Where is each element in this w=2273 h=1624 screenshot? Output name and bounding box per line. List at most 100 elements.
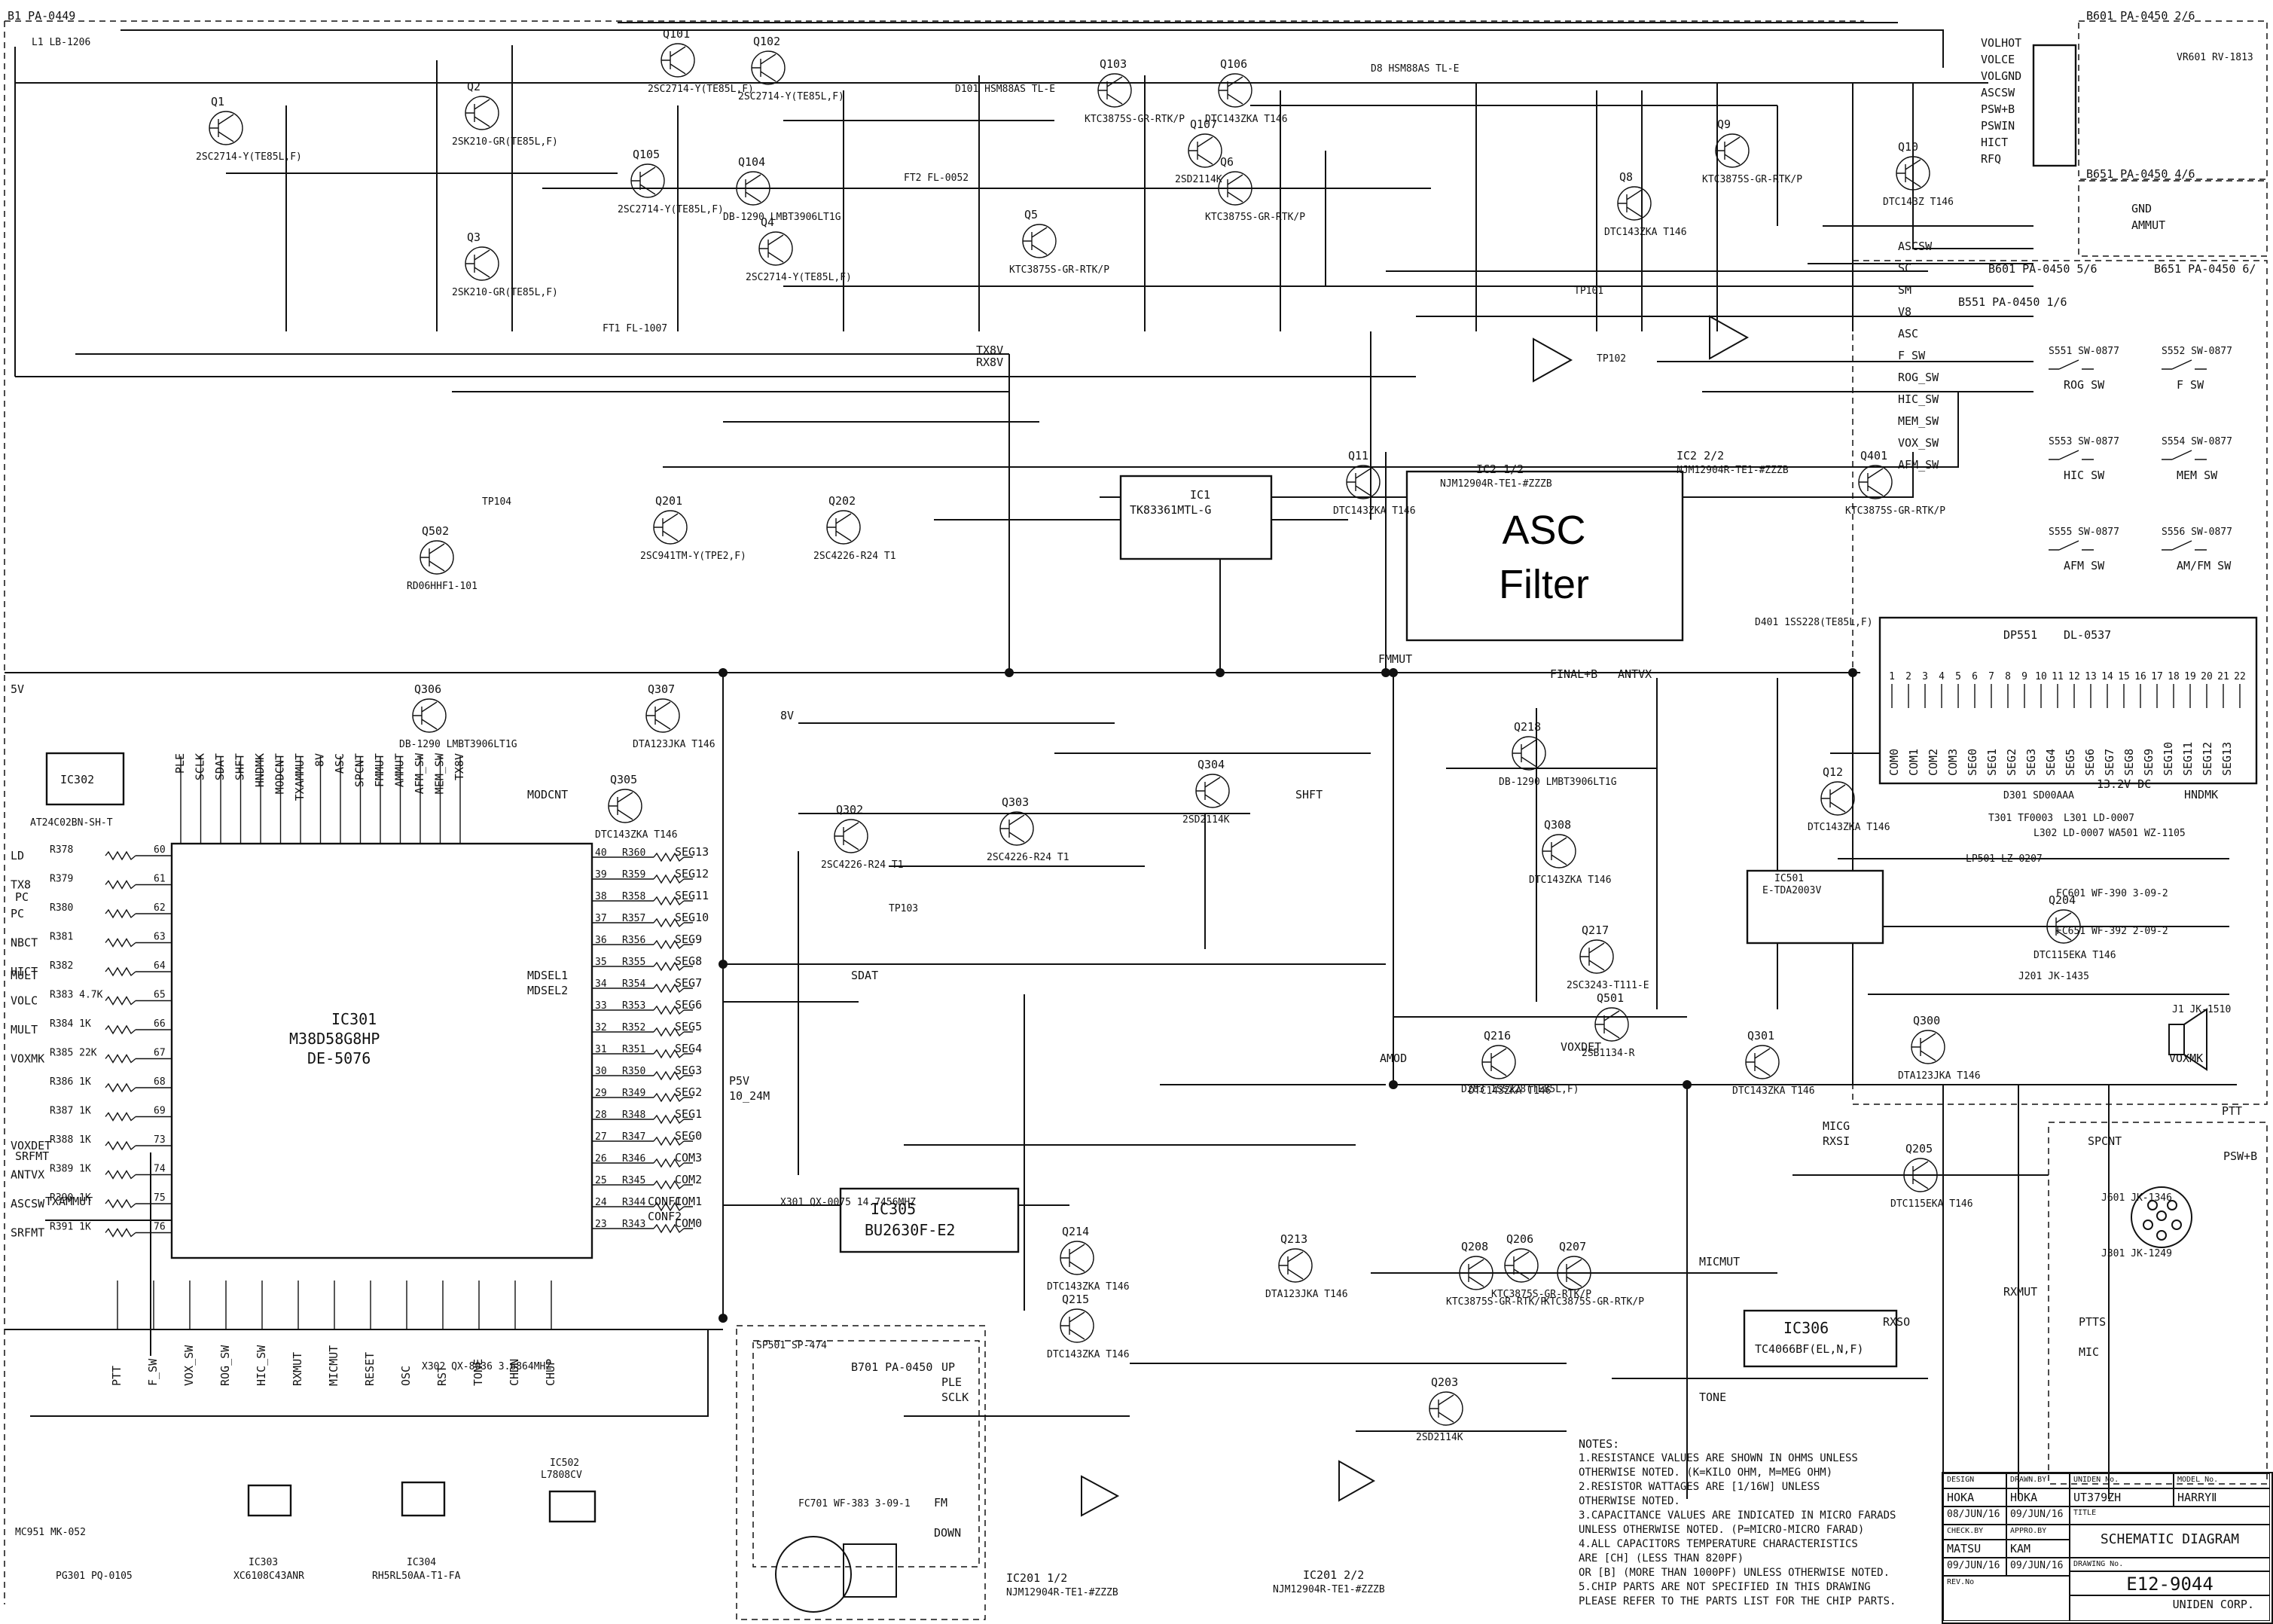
switch-symbol (2162, 359, 2207, 370)
display-pin-number: 6 (1972, 671, 1978, 682)
ic301-top-signal: SHFT (233, 753, 247, 780)
transistor-part: KTC3875S-GR-RTK/P (1446, 1296, 1546, 1308)
rail-label: TONE (1699, 1390, 1726, 1404)
transistor-ref: Q215 (1062, 1293, 1089, 1306)
ic301-right-resistor: R358 (622, 891, 645, 902)
ic301-right-signal: SEG13 (675, 845, 709, 859)
ic301-left-signal: ASCSW (11, 1197, 45, 1210)
ic301-left-signal: PC (11, 907, 24, 920)
transistor-part: DTA123JKA T146 (1898, 1070, 1981, 1082)
rev-header: REV.No (1943, 1576, 2070, 1621)
rail-label: RXSI (1823, 1134, 1850, 1148)
rail-label: HNDMK (2184, 788, 2218, 801)
ic301-left-resistor: R380 (50, 902, 73, 914)
drawn-header: DRAWN.BY (2006, 1473, 2070, 1488)
resistor-symbol (653, 896, 685, 906)
ic301-left-pin-number: 63 (154, 932, 166, 943)
transistor-leads (1716, 136, 1741, 165)
ic301-top-signal: AMMUT (393, 753, 407, 787)
transistor-leads (1098, 76, 1123, 105)
transistor-leads (465, 249, 490, 278)
ic305-ref: IC305 (871, 1200, 916, 1218)
part-label: VR601 RV-1813 (2177, 52, 2253, 63)
rail-label: RXSO (1883, 1315, 1910, 1329)
transistor-ref: Q12 (1823, 765, 1843, 779)
ic301-right-resistor: R360 (622, 847, 645, 859)
ic301-left-resistor: R386 1K (50, 1076, 91, 1088)
ic301-left-resistor: R388 1K (50, 1134, 91, 1146)
note-line: 2.RESISTOR WATTAGES ARE [1/16W] UNLESS (1579, 1481, 1820, 1493)
model-value: HARRYⅡ (2174, 1488, 2270, 1506)
switch-label: F SW (2177, 378, 2204, 392)
display-segment-label: COM3 (1946, 749, 1960, 776)
transistor-ref: Q2 (467, 80, 481, 93)
ic301-left-pin-number: 64 (154, 960, 166, 972)
date-3: 09/JUN/16 (1943, 1558, 2006, 1576)
ic301-left-signal: ANTVX (11, 1168, 44, 1182)
transistor-ref: Q302 (836, 803, 863, 817)
transistor-part: DTC143ZKA T146 (1529, 875, 1612, 886)
part-label: J1 JK-1510 (2172, 1004, 2231, 1015)
ic301-left-resistor: R381 (50, 932, 73, 943)
ic301-top-signal: MEM_SW (433, 752, 447, 794)
date-2: 09/JUN/16 (2006, 1506, 2070, 1525)
ic301-right-pin-number: 24 (595, 1197, 607, 1208)
ic301-left-resistor: R378 (50, 844, 73, 856)
ic301-right-pin-number: 33 (595, 1000, 607, 1012)
notes-block: NOTES: 1.RESISTANCE VALUES ARE SHOWN IN … (1579, 1437, 1963, 1609)
ic301-right-resistor: R353 (622, 1000, 645, 1012)
connector-fc601: VOLHOTVOLCEVOLGNDASCSWPSW+BPSWINHICTRFQG… (1898, 36, 2165, 472)
ic301-left-pin-number: 74 (154, 1164, 166, 1175)
display-segment-label: SEG6 (2083, 749, 2097, 776)
ic301-top-signal: ASC (333, 753, 346, 774)
transistor-part: 2SD2114K (1182, 814, 1230, 826)
rail-label: PC (15, 890, 29, 904)
part-label: D283 1SS228(TE85L,F) (1461, 1084, 1579, 1095)
display-pin-number: 15 (2118, 671, 2130, 682)
ic301-right-resistor: R350 (622, 1066, 645, 1077)
transistor-leads (1896, 159, 1921, 188)
rail-label: TX8V (976, 343, 1003, 357)
ic301-top-signal: SPCNT (353, 753, 367, 787)
drawn-value: HOKA (2006, 1488, 2070, 1506)
resistor-symbol (105, 1082, 136, 1093)
resistor-symbol (653, 983, 685, 994)
resistor-symbol (653, 1114, 685, 1125)
display-pin-number: 18 (2168, 671, 2180, 682)
display-pin-number: 4 (1939, 671, 1945, 682)
ic301-left-resistor: R391 1K (50, 1222, 91, 1233)
transistor-leads (1219, 174, 1243, 203)
transistor-leads (1746, 1048, 1771, 1076)
edge-signal-label: AFM_SW (1898, 458, 1939, 472)
ic306-ref: IC306 (1783, 1319, 1829, 1337)
part-label: L301 LD-0007 (2064, 813, 2134, 824)
ic301-top-signal: FMMUT (373, 753, 386, 787)
edge-signal-label: VOLCE (1981, 53, 2015, 66)
resistor-symbol (105, 1140, 136, 1151)
part-label: SP501 SP-474 (756, 1340, 827, 1351)
mic-mc951 (775, 1536, 897, 1613)
ic301-left-signal: TX8 (11, 878, 31, 892)
ic301-left-pin-number: 62 (154, 902, 166, 914)
note-line: 1.RESISTANCE VALUES ARE SHOWN IN OHMS UN… (1579, 1452, 1858, 1464)
drawing-title: SCHEMATIC DIAGRAM (2070, 1525, 2270, 1558)
transistor-leads (1429, 1394, 1454, 1423)
ic306-block: IC306 TC4066BF(EL,N,F) (1743, 1309, 1898, 1368)
ic301-right-resistor: R344 (622, 1197, 645, 1208)
transistor-leads (1000, 814, 1025, 843)
ic301-top-signal: SDAT (213, 753, 227, 780)
resistor-symbol (105, 996, 136, 1006)
model-header: MODEL No. (2174, 1473, 2270, 1488)
part-label: J601 JK-1346 (2101, 1192, 2172, 1204)
ic301-right-resistor: R348 (622, 1110, 645, 1121)
transistor-ref: Q10 (1898, 140, 1918, 154)
transistor-part: 2SC4226-R24 T1 (987, 852, 1069, 863)
resistor-symbol (105, 1228, 136, 1238)
ic301-bottom-signal: TONE (471, 1359, 485, 1386)
switch-symbol (2049, 540, 2094, 551)
rail-label: FMMUT (1378, 652, 1412, 666)
transistor-part: 2SB1134-R (1582, 1048, 1635, 1059)
transistor-ref: Q106 (1220, 57, 1247, 71)
